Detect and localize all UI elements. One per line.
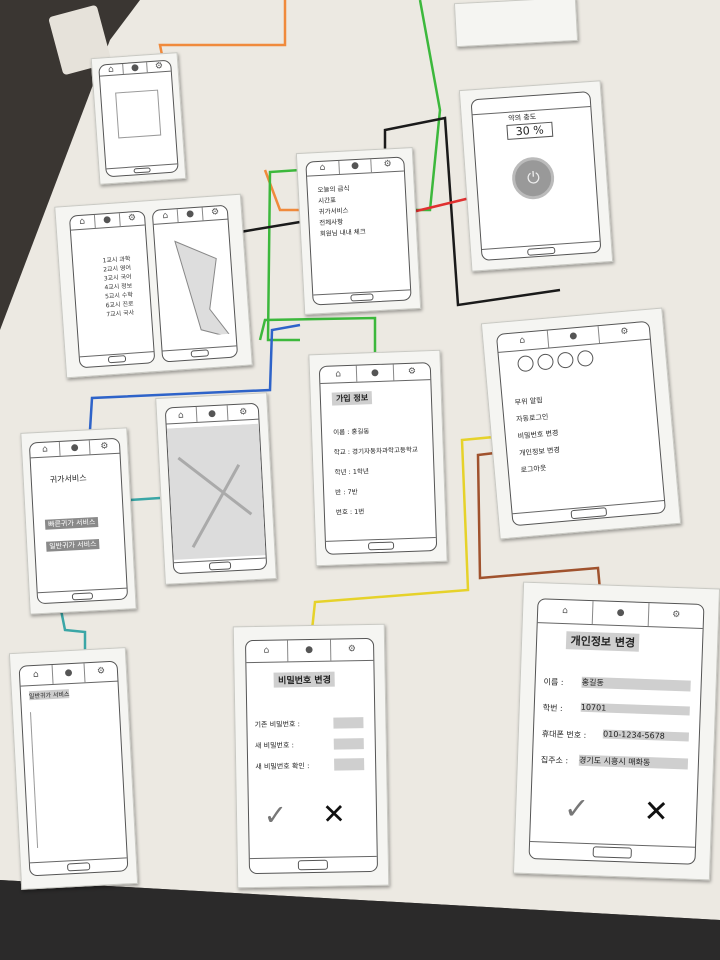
profile-title: 개인정보 변경 <box>566 630 640 652</box>
profile-field-value[interactable]: 010-1234-5678 <box>602 729 690 742</box>
profile-field-label: 집주소 : <box>540 755 569 766</box>
line-teal <box>129 496 161 502</box>
card-power: 약의 충도 30 % ⏻ <box>458 80 614 272</box>
password-input[interactable] <box>333 737 365 750</box>
password-input[interactable] <box>333 758 365 771</box>
settings-row: 개인정보 변경 <box>518 445 561 458</box>
cancel-icon[interactable]: ✕ <box>321 797 346 831</box>
card-splash: ⌂●⚙ <box>90 52 187 185</box>
profile-field-value[interactable]: 경기도 시흥시 매화동 <box>578 754 689 770</box>
confirm-icon[interactable]: ✓ <box>263 798 288 832</box>
join-row: 학교 : 경기자동차과학고등학교 <box>333 445 418 457</box>
map-view[interactable] <box>166 423 266 560</box>
line-blue <box>88 323 301 431</box>
timetable-row: 7교시 국사 <box>106 309 135 319</box>
profile-field-label: 이름 : <box>543 677 564 688</box>
power-icon[interactable]: ⏻ <box>511 155 556 201</box>
password-title: 비밀번호 변경 <box>273 672 336 689</box>
profile-confirm-icon[interactable]: ✓ <box>563 791 590 828</box>
join-title: 가입 정보 <box>331 390 373 406</box>
password-field-label: 새 비밀번호 확인 : <box>255 761 310 771</box>
power-label: 약의 충도 <box>507 112 537 123</box>
route-title: 일반귀가 서비스 <box>28 688 70 701</box>
return-title: 귀가서비스 <box>49 473 87 485</box>
card-route-list: ⌂●⚙ 일반귀가 서비스 <box>8 647 139 890</box>
profile-field-label: 휴대폰 번호 : <box>541 729 587 740</box>
partial-card-top <box>453 0 579 48</box>
card-map: ⌂●⚙ <box>155 392 277 585</box>
map-sketch <box>174 240 234 339</box>
power-percent: 30 % <box>506 121 554 141</box>
card-password: ⌂●⚙ 비밀번호 변경 기존 비밀번호 :새 비밀번호 :새 비밀번호 확인 :… <box>232 623 390 889</box>
join-row: 번호 : 1번 <box>335 507 365 517</box>
route-stop-list <box>29 708 107 849</box>
password-field-label: 기존 비밀번호 : <box>254 720 301 729</box>
menu-item: 회원님 내내 체크 <box>319 227 366 238</box>
password-field-label: 새 비밀번호 : <box>254 741 295 750</box>
profile-field-label: 학번 : <box>542 703 563 714</box>
profile-field-value[interactable]: 10701 <box>580 702 691 716</box>
card-return-service: ⌂●⚙ 귀가서비스 빠른귀가 서비스 일반귀가 서비스 <box>20 427 137 615</box>
line-black <box>239 220 301 234</box>
profile-field-value[interactable]: 홍길동 <box>581 676 692 692</box>
profile-cancel-icon[interactable]: ✕ <box>642 794 670 831</box>
fast-return-button[interactable]: 빠른귀가 서비스 <box>44 516 99 530</box>
password-input[interactable] <box>333 716 364 729</box>
settings-row: 로그아웃 <box>520 464 547 475</box>
line-green <box>266 168 301 342</box>
normal-return-button[interactable]: 일반귀가 서비스 <box>45 539 100 552</box>
tab-circles <box>516 349 594 372</box>
line-yellow <box>310 433 516 631</box>
